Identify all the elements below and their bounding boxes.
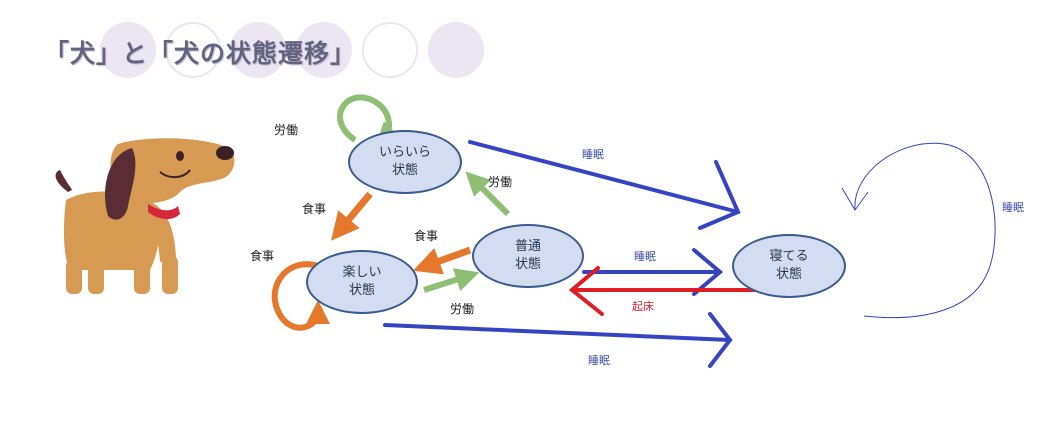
- node-neteru: 寝てる 状態: [732, 234, 846, 298]
- labor-arrow-tanoshii-to-futsu: [423, 268, 480, 293]
- node-iraira: いらいら 状態: [348, 130, 462, 194]
- label-sleep-loop: 睡眠: [1002, 201, 1024, 214]
- label-labor-futsu-iraira: 労働: [488, 175, 513, 189]
- label-labor-tanoshii-futsu: 労働: [450, 302, 475, 316]
- meal-loop-arrow: [271, 261, 330, 331]
- node-tanoshii: 楽しい 状態: [306, 250, 418, 314]
- node-iraira-line2: 状態: [391, 163, 418, 178]
- sleep-loop-arrow: [854, 142, 996, 319]
- labor-arrow-futsu-to-iraira: [465, 171, 511, 217]
- meal-arrow-futsu-to-tanoshii: [412, 246, 472, 275]
- dog-illustration: [55, 138, 235, 294]
- sleep-arrow-tanoshii-to-neteru: [383, 312, 733, 368]
- decorative-circle-1: [100, 22, 156, 78]
- wake-arrow-neteru-to-futsu: [568, 266, 756, 316]
- sleep-arrow-futsu-to-neteru: [582, 248, 724, 296]
- label-wake: 起床: [632, 300, 654, 313]
- node-iraira-line1: いらいら: [378, 145, 431, 161]
- node-futsu-line1: 普通: [514, 239, 541, 255]
- node-neteru-line1: 寝てる: [769, 249, 809, 265]
- sleep-arrow-iraira-to-neteru: [468, 140, 741, 230]
- node-neteru-line2: 状態: [775, 267, 802, 282]
- decorative-circle-5: [362, 22, 418, 78]
- node-futsu-line2: 状態: [514, 257, 541, 272]
- label-sleep-tanoshii: 睡眠: [588, 354, 610, 367]
- sleep-loop-arrow-head: [841, 187, 869, 211]
- label-meal-loop: 食事: [250, 249, 275, 263]
- node-tanoshii-line1: 楽しい: [342, 265, 382, 281]
- decorative-circle-3: [230, 22, 286, 78]
- label-meal-futsu-tanoshii: 食事: [414, 229, 439, 243]
- meal-arrow-iraira-to-tanoshii: [331, 191, 373, 241]
- page-title: 「犬」と「犬の状態遷移」: [44, 39, 357, 68]
- decorative-circle-6: [428, 22, 484, 78]
- label-labor-loop: 労働: [274, 123, 299, 137]
- label-sleep-iraira: 睡眠: [582, 148, 604, 161]
- decorative-circle-4: [296, 22, 352, 78]
- node-tanoshii-line2: 状態: [348, 283, 375, 298]
- label-sleep-futsu: 睡眠: [634, 250, 656, 263]
- label-meal-iraira-tanoshii: 食事: [302, 202, 327, 216]
- decorative-circle-2: [165, 22, 221, 78]
- node-futsu: 普通 状態: [472, 224, 584, 288]
- labor-loop-arrow: [337, 94, 401, 147]
